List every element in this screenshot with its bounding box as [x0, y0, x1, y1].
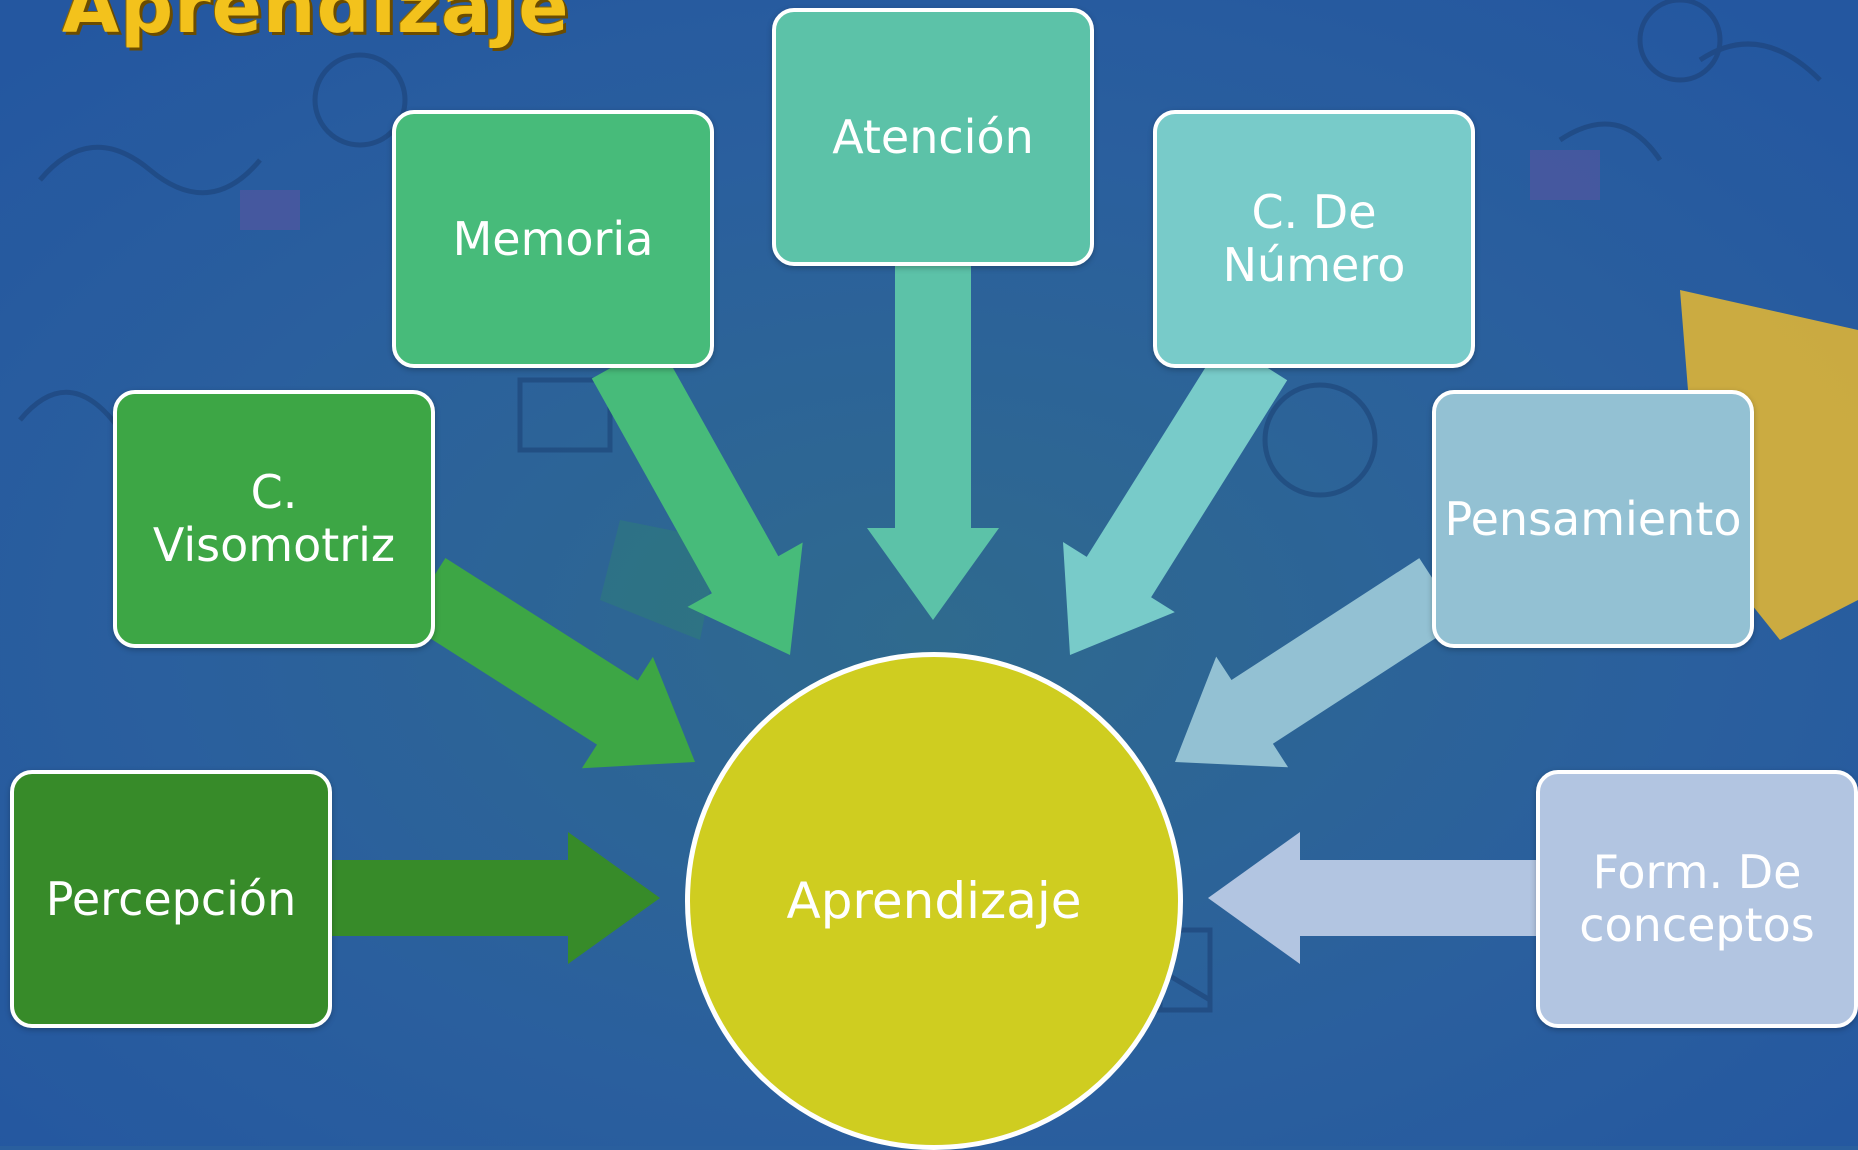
node-numero: C. De Número — [1153, 110, 1475, 368]
arrow-percepcion — [332, 832, 660, 964]
node-label-pensamiento: Pensamiento — [1444, 491, 1742, 546]
arrow-atencion — [867, 262, 999, 620]
arrow-visomotriz — [404, 558, 695, 769]
node-pensamiento: Pensamiento — [1432, 390, 1754, 648]
node-conceptos: Form. De conceptos — [1536, 770, 1858, 1028]
node-label-atencion: Atención — [832, 109, 1034, 164]
arrow-pensamiento — [1175, 558, 1461, 768]
slide-title: Aprendizaje — [62, 0, 570, 50]
node-atencion: Atención — [772, 8, 1094, 266]
arrow-numero — [1063, 339, 1288, 655]
arrow-conceptos — [1208, 832, 1536, 964]
node-label-numero: C. De Número — [1222, 185, 1406, 292]
node-label-memoria: Memoria — [452, 211, 654, 266]
node-percepcion: Percepción — [10, 770, 332, 1028]
node-label-percepcion: Percepción — [45, 871, 297, 926]
node-label-visomotriz: C. Visomotriz — [152, 465, 396, 572]
node-memoria: Memoria — [392, 110, 714, 368]
arrow-memoria — [591, 341, 803, 655]
node-label-conceptos: Form. De conceptos — [1579, 845, 1815, 952]
center-circle-aprendizaje: Aprendizaje — [685, 652, 1183, 1150]
center-label: Aprendizaje — [786, 872, 1082, 930]
node-visomotriz: C. Visomotriz — [113, 390, 435, 648]
